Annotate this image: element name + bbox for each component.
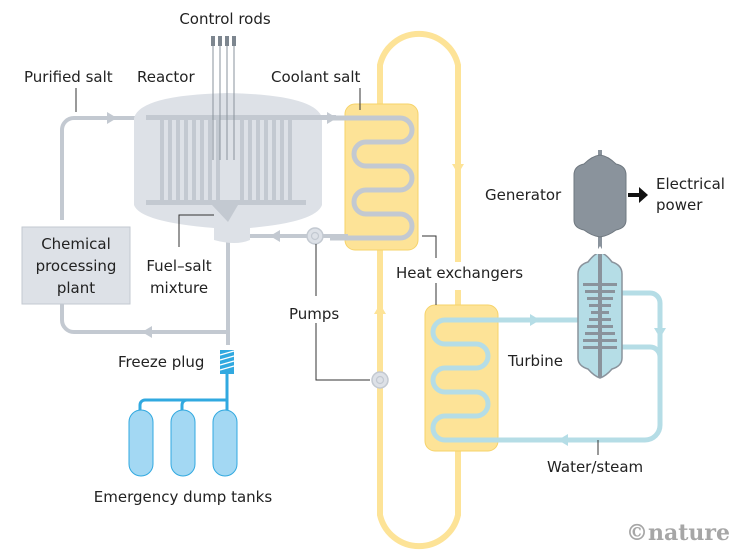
- label-control-rods: Control rods: [179, 10, 271, 28]
- coolant-loop-upper: [377, 30, 461, 262]
- control-rods: [211, 36, 236, 160]
- reactor-vessel: [134, 93, 336, 243]
- arrow-right-icon: [530, 314, 540, 326]
- generator: [573, 150, 627, 238]
- label-pumps: Pumps: [289, 305, 339, 323]
- coolant-flow-arrows: [374, 164, 464, 314]
- dump-tank: [128, 409, 154, 477]
- chemical-processing-plant-box: [21, 226, 131, 305]
- label-heat-exchangers: Heat exchangers: [396, 264, 523, 282]
- arrow-left-icon: [142, 326, 152, 338]
- turbine-shaft: [598, 236, 602, 378]
- label-reactor: Reactor: [137, 68, 195, 86]
- heat-exchanger-primary: [330, 103, 419, 251]
- coolant-loop-lower: [377, 250, 461, 550]
- water-coil: [430, 317, 520, 443]
- dump-pipes: [138, 374, 229, 412]
- label-purified-salt: Purified salt: [24, 68, 113, 86]
- arrow-left-icon: [558, 434, 568, 446]
- arrow-down-icon: [452, 164, 464, 174]
- arrow-up-icon: [374, 304, 386, 314]
- turbine: [577, 236, 623, 379]
- purified-salt-pipe: [60, 116, 340, 220]
- label-turbine: Turbine: [507, 352, 563, 370]
- label-generator: Generator: [485, 186, 562, 204]
- label-electrical-power-1: Electrical: [656, 175, 725, 193]
- arrow-left-icon: [270, 230, 280, 242]
- label-chemical-processing-plant-3: plant: [57, 279, 95, 297]
- label-fuel-salt-mixture-1: Fuel–salt: [146, 257, 211, 275]
- emergency-dump-tanks: [128, 409, 238, 477]
- drain-funnel: [212, 205, 238, 222]
- electrical-power-arrow-icon: [628, 187, 648, 203]
- return-pipe: [60, 275, 228, 334]
- fuel-salt-coil: [330, 115, 415, 241]
- coolant-salt-pump: [371, 371, 389, 389]
- coolant-salt-loop: [377, 30, 461, 550]
- label-coolant-salt: Coolant salt: [271, 68, 361, 86]
- label-water-steam: Water/steam: [547, 458, 643, 476]
- arrow-up-icon: [595, 246, 605, 254]
- dump-tank: [212, 409, 238, 477]
- water-flow-arrows: [530, 314, 666, 446]
- dump-tank: [170, 409, 196, 477]
- label-chemical-processing-plant-2: processing: [36, 257, 117, 275]
- arrow-down-icon: [654, 328, 666, 338]
- arrow-right-icon: [107, 112, 117, 124]
- label-fuel-salt-mixture-2: mixture: [150, 279, 208, 297]
- heat-exchanger-secondary: [424, 304, 520, 452]
- freeze-plug: [219, 350, 235, 374]
- label-chemical-processing-plant-1: Chemical: [41, 235, 111, 253]
- label-electrical-power-2: power: [656, 196, 703, 214]
- fuel-salt-pump: [306, 227, 324, 245]
- moderator-channels: [160, 120, 292, 200]
- label-emergency-dump-tanks: Emergency dump tanks: [94, 488, 273, 506]
- label-freeze-plug: Freeze plug: [118, 353, 204, 371]
- nature-logo: ©nature: [626, 520, 730, 546]
- leader-lines: [75, 88, 599, 455]
